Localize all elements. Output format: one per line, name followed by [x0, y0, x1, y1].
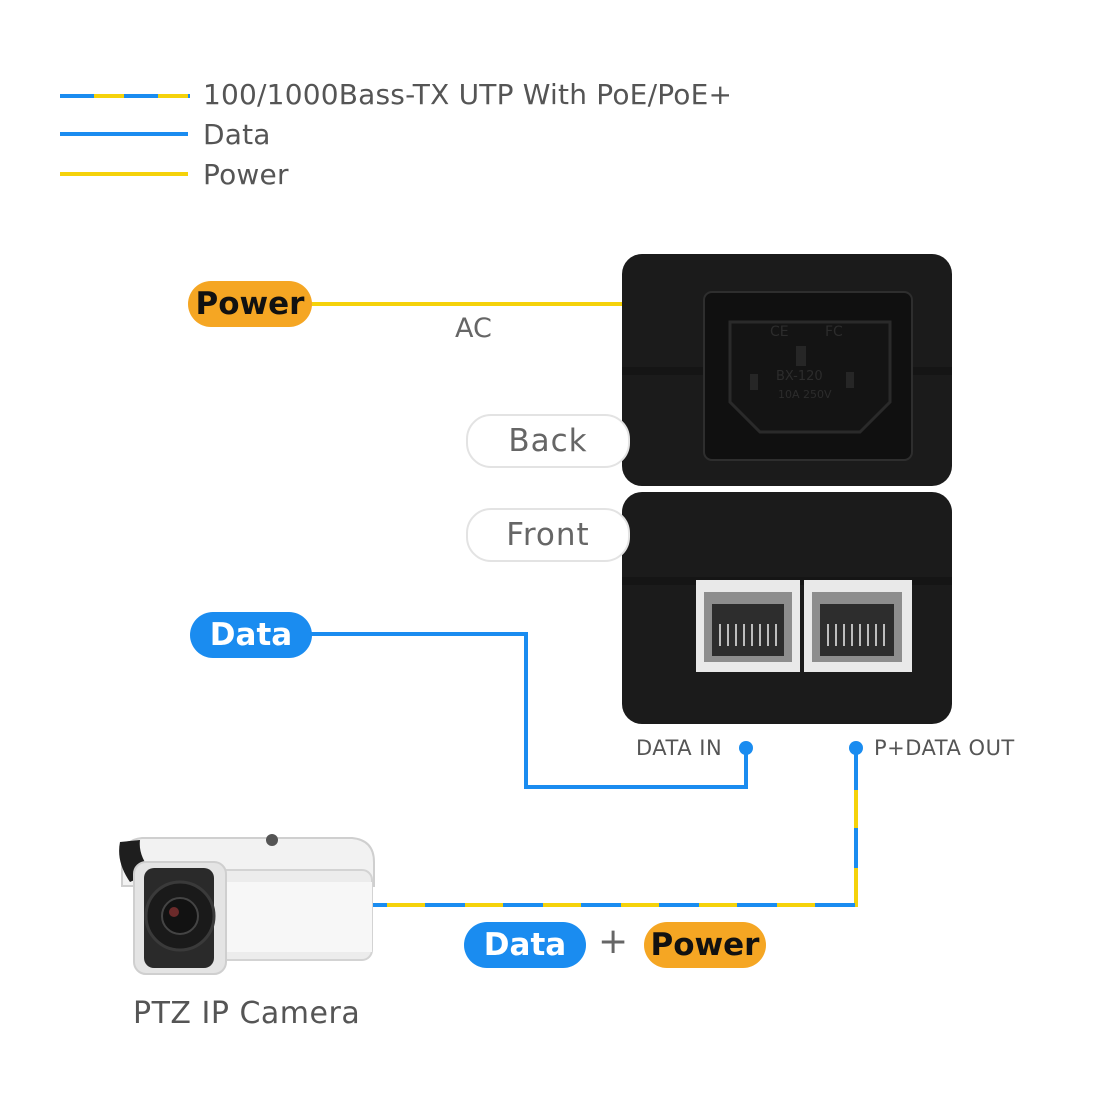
poe-line [372, 750, 858, 907]
injector-front-housing [622, 492, 952, 724]
data-in-port-label: DATA IN [636, 736, 723, 760]
rj45-port-pdata-out [804, 580, 912, 672]
svg-text:CE: CE [770, 324, 789, 340]
data-line [300, 632, 748, 789]
legend-label-power: Power [203, 158, 289, 191]
power-input-pill: Power [188, 281, 312, 327]
front-label: Front [466, 508, 630, 562]
ptz-ip-camera-icon [119, 834, 375, 975]
pdata-out-dot [849, 741, 863, 755]
rj45-port-data-in [696, 580, 800, 672]
poe-injector: CE FC BX-120 10A 250V [622, 254, 952, 724]
ac-label: AC [455, 313, 492, 344]
injector-back-housing: CE FC BX-120 10A 250V [622, 254, 952, 486]
plus-sign: + [598, 921, 629, 962]
camera-label: PTZ IP Camera [133, 996, 361, 1031]
svg-text:BX-120: BX-120 [776, 369, 823, 384]
legend-label-data: Data [203, 118, 271, 151]
data-in-dot [739, 741, 753, 755]
svg-text:FC: FC [825, 324, 843, 340]
svg-text:10A 250V: 10A 250V [778, 388, 832, 401]
legend-lines [60, 94, 190, 176]
back-label: Back [466, 414, 630, 468]
combined-power-pill: Power [644, 922, 766, 968]
pdata-out-port-label: P+DATA OUT [874, 736, 1015, 760]
data-input-pill: Data [190, 612, 312, 658]
legend-label-poe: 100/1000Bass-TX UTP With PoE/PoE+ [203, 78, 733, 111]
combined-data-pill: Data [464, 922, 586, 968]
